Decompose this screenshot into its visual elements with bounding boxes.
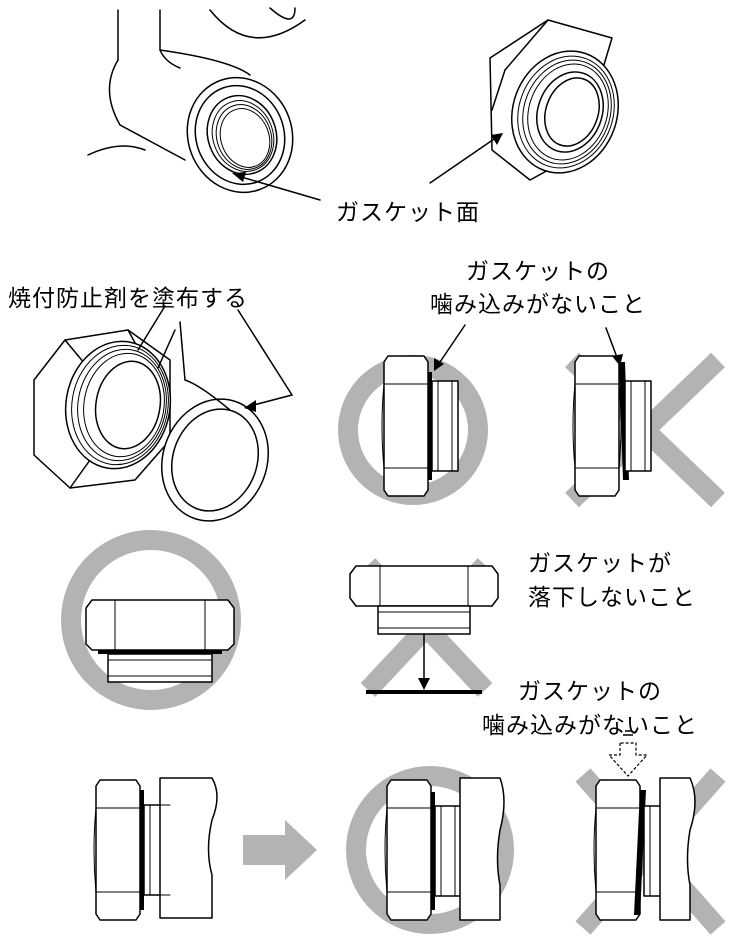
ok-mark-circle-3 [346,766,514,934]
fitting-down-ng [349,565,499,694]
fitting-assembly-ng [593,777,696,921]
label-no-bite-line1: ガスケットの [466,259,610,285]
label-no-bite2-line1: ガスケットの [518,679,662,705]
hex-fitting-male-thread [489,19,620,181]
fitting-side-ng [572,355,652,497]
fitting-assembly-ok [384,777,505,921]
label-apply-antiseize: 焼付防止剤を塗布する [8,286,248,312]
label-no-bite2-line2: 噛み込みがないこと [482,713,698,739]
process-arrow [243,820,317,880]
ng-leader [605,327,623,366]
label-gasket-surface: ガスケット面 [336,200,480,226]
gasket-surface-leaders [232,133,503,201]
fitting-assembly-before [93,777,218,921]
hex-fitting-with-gasket [33,305,293,522]
fitting-side-ok [381,355,459,497]
label-no-drop-line1: ガスケットが [528,551,672,577]
ok-leader [434,324,466,371]
label-no-bite-line2: 噛み込みがないこと [430,292,646,318]
fitting-down-ok [85,599,235,683]
pipe-body-female-thread [87,7,306,194]
drop-hint-arrow [607,730,649,777]
label-no-drop-line2: 落下しないこと [528,585,696,611]
